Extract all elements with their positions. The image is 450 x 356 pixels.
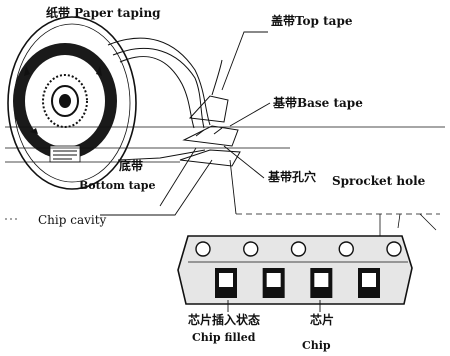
top-tape-label: 盖带Top tape xyxy=(271,14,353,28)
chip-leader-lines xyxy=(227,300,321,312)
sprocket-hole xyxy=(338,241,354,257)
chip xyxy=(314,273,329,287)
chip xyxy=(266,273,281,287)
chip-filled-cn-label: 芯片插入状态 xyxy=(188,313,261,327)
sprocket-hole xyxy=(243,241,259,257)
chip xyxy=(362,273,376,287)
bottom-tape-label: Bottom tape xyxy=(79,179,156,192)
bottom-tape-layer xyxy=(179,149,241,167)
chip-cavity-label: Chip cavity xyxy=(38,213,107,227)
paper-tape-reel xyxy=(7,16,137,190)
base-tape-label: 基带Base tape xyxy=(273,96,363,110)
chip xyxy=(219,273,233,287)
sprocket-hole xyxy=(290,241,307,257)
sprocket-holes xyxy=(195,241,402,257)
tape-path xyxy=(107,37,211,129)
sprocket-hole xyxy=(195,241,211,257)
chip-cn-label: 芯片 xyxy=(310,313,335,327)
chip-pocket xyxy=(358,268,380,298)
chip-pockets xyxy=(215,268,380,298)
paper-taping-label: 纸带 Paper taping xyxy=(46,6,161,20)
sprocket-hole-cn-label: 基带孔穴 xyxy=(268,170,317,184)
leader-lines xyxy=(100,31,271,216)
chip-filled-label: Chip filled xyxy=(192,331,256,344)
base-tape-layer xyxy=(182,125,239,147)
guide-lines xyxy=(5,126,445,236)
chip-pocket xyxy=(262,268,285,298)
chip-pocket xyxy=(310,268,333,298)
chip-label: Chip xyxy=(302,339,331,352)
bottom-tape-cn-label: 底带 xyxy=(119,159,144,173)
chip-pocket xyxy=(215,268,237,298)
top-tape-layer xyxy=(188,59,229,123)
sprocket-hole xyxy=(386,241,402,257)
sprocket-hole-label: Sprocket hole xyxy=(332,174,426,188)
